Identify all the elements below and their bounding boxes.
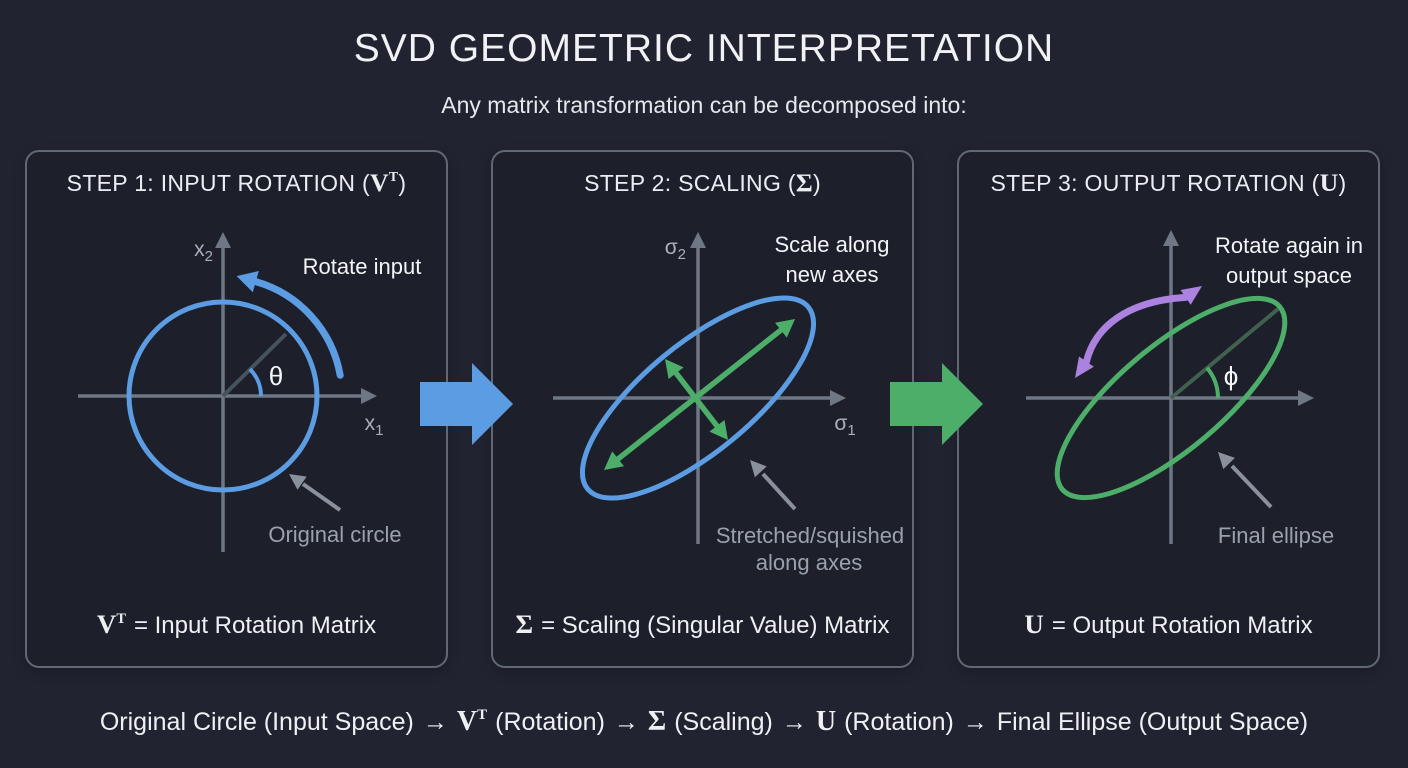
x-axis-label: σ1 <box>834 412 855 439</box>
panel-1-formula: VT= Input Rotation Matrix <box>96 609 377 639</box>
phi-angle-arc <box>1205 366 1220 399</box>
annotation-arrow <box>1230 464 1273 509</box>
minor-axis-arrowhead-icon <box>665 359 684 379</box>
panel-3-header: STEP 3: OUTPUT ROTATION (U) <box>990 168 1347 197</box>
x-axis-arrowhead-icon <box>830 390 846 406</box>
scaled-ellipse <box>579 295 817 501</box>
major-axis-scale-arrow <box>616 327 783 462</box>
rotate-again-label-line2: output space <box>1226 263 1352 288</box>
annotation-arrowhead-icon <box>289 474 307 490</box>
major-axis-arrowhead-icon <box>604 451 624 470</box>
x-axis-arrowhead-icon <box>1298 390 1314 406</box>
flow-arrow-blue-icon <box>420 363 513 445</box>
right-arrow-icon: → <box>962 708 988 736</box>
rotation-arrow <box>252 278 344 379</box>
rotation-arrowhead-icon <box>1180 286 1202 305</box>
flow-summary: Original Circle (Input Space)→VT(Rotatio… <box>99 706 1309 737</box>
y-axis-label: σ2 <box>665 236 686 263</box>
panel-step-1-input-rotation: STEP 1: INPUT ROTATION (VT) θ x2 x1 Rota… <box>25 150 448 668</box>
panel-2-header: STEP 2: SCALING (Σ) <box>584 168 821 197</box>
final-ellipse-label: Final ellipse <box>1218 523 1334 548</box>
major-axis-arrowhead-icon <box>775 319 795 338</box>
panel-1-header: STEP 1: INPUT ROTATION (VT) <box>66 168 407 197</box>
rotate-again-label-line1: Rotate again in <box>1215 233 1363 258</box>
panel-step-3-output-rotation: STEP 3: OUTPUT ROTATION (U) ϕ Rotate aga… <box>957 150 1380 668</box>
page-title: SVD GEOMETRIC INTERPRETATION <box>353 27 1055 70</box>
rotation-arrowhead-icon <box>1075 356 1094 378</box>
matrix-symbol-sigma: Σ <box>795 168 813 197</box>
panel-step-2-scaling: STEP 2: SCALING (Σ) σ2 σ1 Scale along ne… <box>491 150 914 668</box>
final-ellipse <box>1054 295 1288 501</box>
panel-2-formula: Σ= Scaling (Singular Value) Matrix <box>515 609 890 639</box>
annotation-arrow <box>301 482 342 512</box>
matrix-symbol-u: U <box>1319 168 1339 197</box>
right-arrow-icon: → <box>781 708 807 736</box>
y-axis-arrowhead-icon <box>1163 230 1179 246</box>
stretched-label-line2: along axes <box>756 550 862 575</box>
y-axis-arrowhead-icon <box>215 232 231 248</box>
scale-along-label-line2: new axes <box>786 262 879 287</box>
output-rotation-arrow <box>1082 293 1190 366</box>
rotate-input-label: Rotate input <box>303 254 422 279</box>
y-axis-arrowhead-icon <box>690 232 706 248</box>
theta-angle-arc <box>248 367 264 397</box>
phi-label: ϕ <box>1224 361 1239 391</box>
theta-label: θ <box>269 361 283 391</box>
major-axis-line <box>1169 307 1280 400</box>
annotation-arrowhead-icon <box>1218 452 1235 470</box>
rotated-radius-line <box>221 332 288 398</box>
scale-along-label-line1: Scale along <box>775 232 890 257</box>
annotation-arrowhead-icon <box>750 460 767 478</box>
subtitle: Any matrix transformation can be decompo… <box>441 92 967 118</box>
x-axis-label: x1 <box>365 412 384 439</box>
panel-3-diagram: ϕ Rotate again in output space Final ell… <box>1026 230 1363 548</box>
x-axis-arrowhead-icon <box>361 388 377 404</box>
minor-axis-scale-arrow <box>673 371 720 428</box>
flow-arrow-green-icon <box>890 363 983 445</box>
rotation-arrowhead-icon <box>236 271 259 293</box>
minor-axis-arrowhead-icon <box>709 420 728 440</box>
stretched-label-line1: Stretched/squished <box>716 523 904 548</box>
right-arrow-icon: → <box>613 708 639 736</box>
y-axis-label: x2 <box>194 238 213 265</box>
panel-1-diagram: θ x2 x1 Rotate input Original circle <box>78 232 422 552</box>
right-arrow-icon: → <box>422 708 448 736</box>
unit-circle <box>126 299 320 493</box>
matrix-symbol-vt: V <box>369 168 389 197</box>
annotation-arrow <box>761 472 797 511</box>
original-circle-label: Original circle <box>268 522 401 547</box>
panel-3-formula: U= Output Rotation Matrix <box>1024 609 1313 639</box>
panel-2-diagram: σ2 σ1 Scale along new axes Stretched/squ… <box>553 232 904 575</box>
